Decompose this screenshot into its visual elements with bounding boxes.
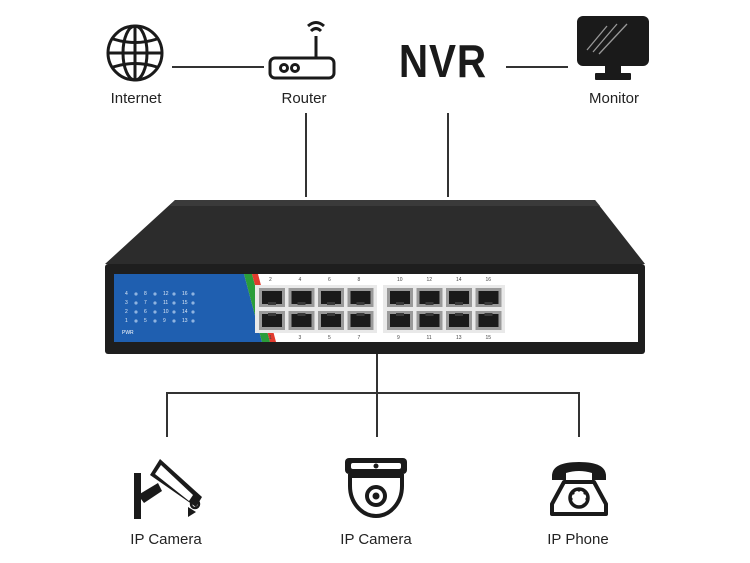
port-led [172,301,176,305]
port-number-top: 2 [269,277,272,283]
led-number: 1 [125,318,128,324]
phone-drop-line [578,392,580,437]
router-switch-link [305,113,307,197]
port-led [153,319,157,323]
led-number: 5 [144,318,147,324]
pwr-label: PWR [122,330,134,336]
rj45-port [416,288,443,307]
led-number: 10 [163,309,169,315]
rj45-port [259,311,285,330]
port-number-bottom: 5 [328,335,331,341]
port-number-bottom: 7 [357,335,361,341]
port-led [172,292,176,296]
ip-camera-1-label: IP Camera [130,531,202,548]
port-led [191,301,195,305]
switch-top-cover [105,200,645,264]
rj45-port [288,311,315,330]
led-number: 13 [182,318,188,324]
port-led [172,319,176,323]
port-led [191,319,195,323]
led-number: 2 [125,309,128,315]
led-number: 8 [144,291,147,297]
rj45-port [318,288,344,307]
rj45-port [387,311,413,330]
nvr-monitor-link [506,66,568,68]
switch-trunk-line [376,352,378,437]
dome-camera-icon [342,456,410,527]
port-led [134,319,138,323]
led-number: 6 [144,309,147,315]
port-led [191,292,195,296]
bottom-bus-line [166,392,579,394]
nvr-text: NVR [398,35,487,87]
ip-camera-2-label: IP Camera [340,531,412,548]
rj45-port [288,288,315,307]
router-label: Router [281,90,327,107]
port-led [153,310,157,314]
port-number-bottom: 3 [298,335,302,341]
port-number-top: 10 [397,277,403,283]
port-number-top: 8 [357,277,361,283]
led-number: 14 [182,309,188,315]
port-number-top: 16 [485,277,492,283]
port-number-bottom: 1 [269,335,272,341]
rj45-port [446,288,472,307]
port-number-top: 6 [328,277,331,283]
internet-label: Internet [110,90,162,107]
port-led [153,292,157,296]
switch-leds [134,292,195,323]
led-number: 12 [163,291,169,297]
camera1-drop-line [166,392,168,437]
led-number: 11 [163,300,169,306]
led-number: 15 [182,300,188,306]
led-number: 16 [182,291,188,297]
internet-globe-icon [104,22,166,89]
switch-led-panel [114,274,262,342]
rj45-port [347,288,374,307]
port-led [134,310,138,314]
ip-phone-label: IP Phone [547,531,609,548]
port-led [172,310,176,314]
rj45-port [259,288,285,307]
rj45-port [475,288,502,307]
port-number-bottom: 9 [397,335,400,341]
nvr-switch-link [447,113,449,197]
port-number-top: 4 [298,277,302,283]
port-led [134,292,138,296]
rj45-port [446,311,472,330]
port-led [191,310,195,314]
port-number-bottom: 13 [456,335,462,341]
switch-ports [259,288,502,330]
port-number-top: 12 [426,277,433,283]
rj45-port [318,311,344,330]
internet-router-link [172,66,264,68]
rj45-port [387,288,413,307]
port-led [153,301,157,305]
led-number: 7 [144,300,147,306]
port-number-bottom: 11 [426,335,432,341]
led-number: 9 [163,318,166,324]
rj45-port [347,311,374,330]
phone-icon [548,456,610,523]
bullet-camera-icon [132,455,206,528]
led-number: 3 [125,300,128,306]
router-icon [264,14,342,89]
led-number: 4 [125,291,128,297]
monitor-icon [575,14,651,87]
monitor-label: Monitor [588,90,640,107]
rj45-port [475,311,502,330]
port-led [134,301,138,305]
rj45-port [416,311,443,330]
port-number-bottom: 15 [485,335,492,341]
port-number-top: 14 [456,277,462,283]
